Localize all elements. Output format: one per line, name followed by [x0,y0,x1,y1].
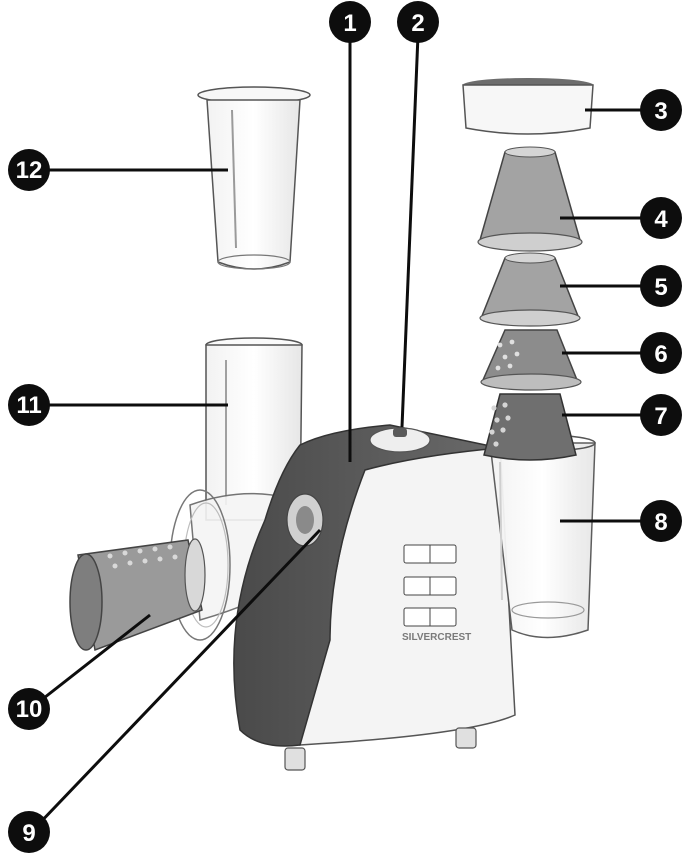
grating-cone-6 [480,329,582,391]
leader-10 [34,613,151,707]
callout-2: 2 [397,1,439,43]
svg-text:11: 11 [16,392,41,419]
callout-9: 9 [8,811,50,853]
callout-10: 10 [8,688,50,730]
callout-11: 11 [8,384,50,426]
callout-5: 5 [640,265,682,307]
svg-text:7: 7 [654,403,667,430]
collecting-container [489,434,596,639]
svg-text:6: 6 [654,341,667,368]
callout-4: 4 [640,197,682,239]
leader-2 [400,34,420,428]
svg-text:10: 10 [16,696,43,723]
brand-logo: SILVERCREST [402,632,471,643]
slicing-cone-5 [479,252,581,327]
callout-3: 3 [640,89,682,131]
food-pusher [197,86,311,270]
callout-8: 8 [640,500,682,542]
svg-text:4: 4 [654,206,668,233]
callout-12: 12 [8,149,50,191]
svg-text:8: 8 [654,509,667,536]
slicing-cone-4 [477,146,583,252]
leader-9 [33,528,322,830]
callout-7: 7 [640,394,682,436]
callout-6: 6 [640,332,682,374]
svg-text:12: 12 [16,157,43,184]
svg-text:9: 9 [22,820,35,847]
svg-text:3: 3 [654,98,667,125]
svg-text:5: 5 [654,274,667,301]
svg-text:1: 1 [343,10,356,37]
grating-drum [69,538,206,652]
callout-1: 1 [329,1,371,43]
motor-body: SILVERCREST [233,424,516,771]
svg-text:2: 2 [411,10,424,37]
lid [462,78,594,135]
grating-cone-7 [483,393,577,461]
